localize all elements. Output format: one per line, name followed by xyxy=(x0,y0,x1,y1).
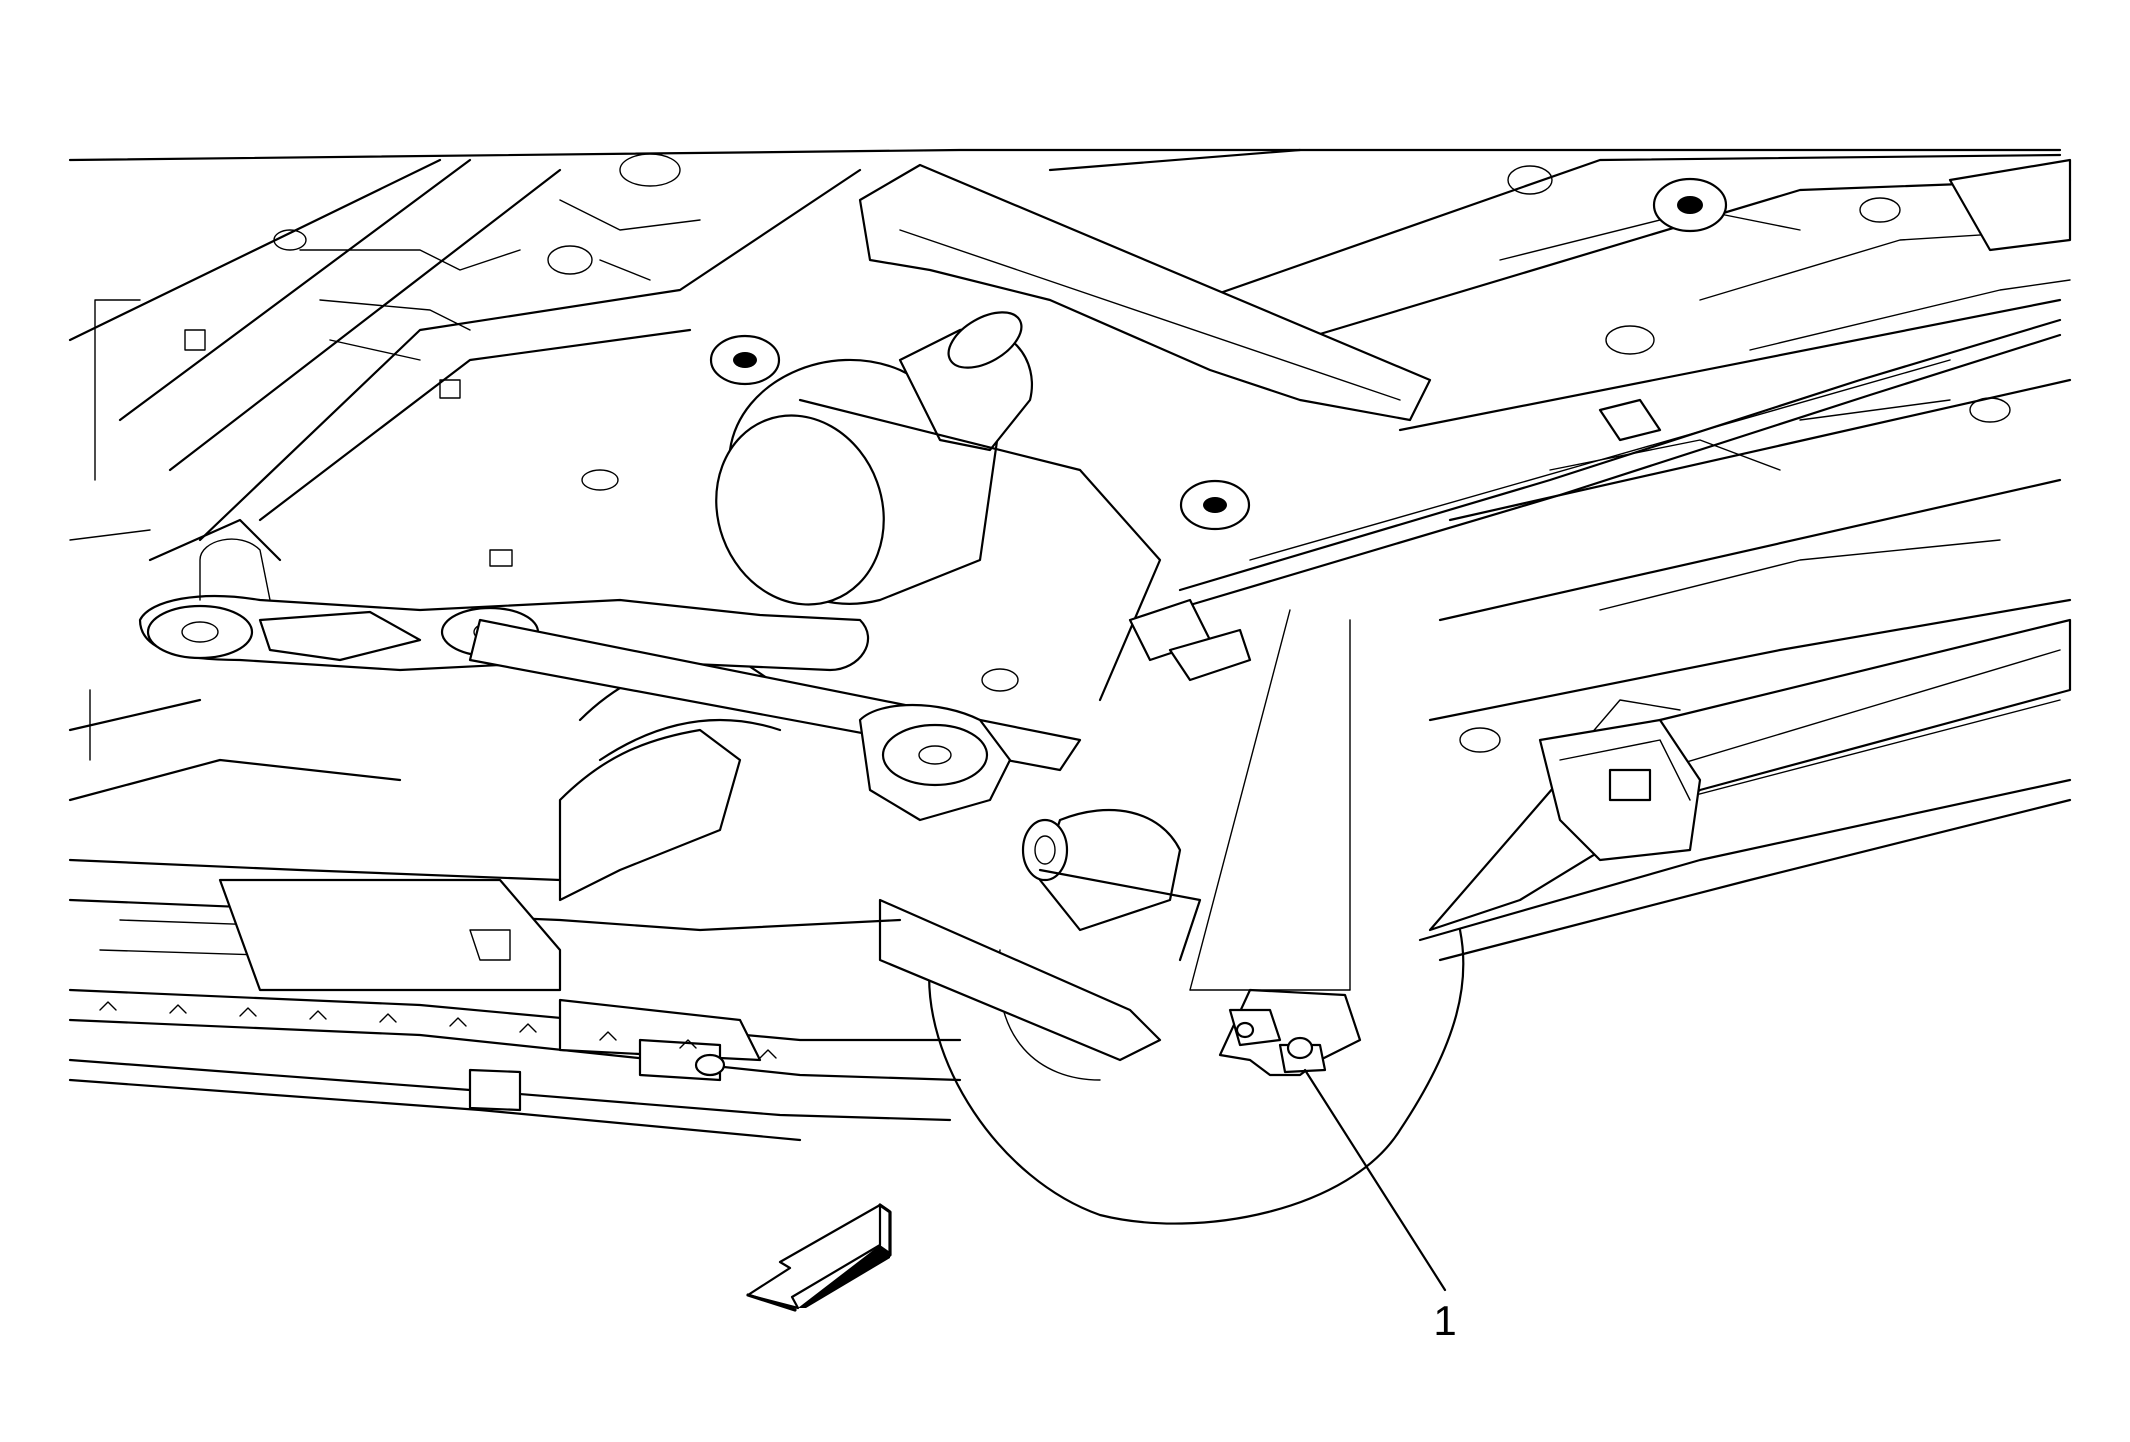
front-fascia xyxy=(68,529,962,1142)
callout-1-label: 1 xyxy=(1433,1297,1456,1344)
rocker-panel xyxy=(1428,618,2072,932)
callout-1-leader xyxy=(1303,1068,1447,1292)
direction-arrow-icon xyxy=(746,1203,892,1312)
floor-pan xyxy=(68,148,2072,962)
rear-crossmember xyxy=(709,163,1728,531)
wheel-assembly xyxy=(878,868,1465,1225)
exhaust-system xyxy=(558,311,1182,932)
sensor-component xyxy=(1189,609,1362,1077)
brake-lines xyxy=(1128,158,2072,682)
front-cradle xyxy=(138,518,1082,822)
